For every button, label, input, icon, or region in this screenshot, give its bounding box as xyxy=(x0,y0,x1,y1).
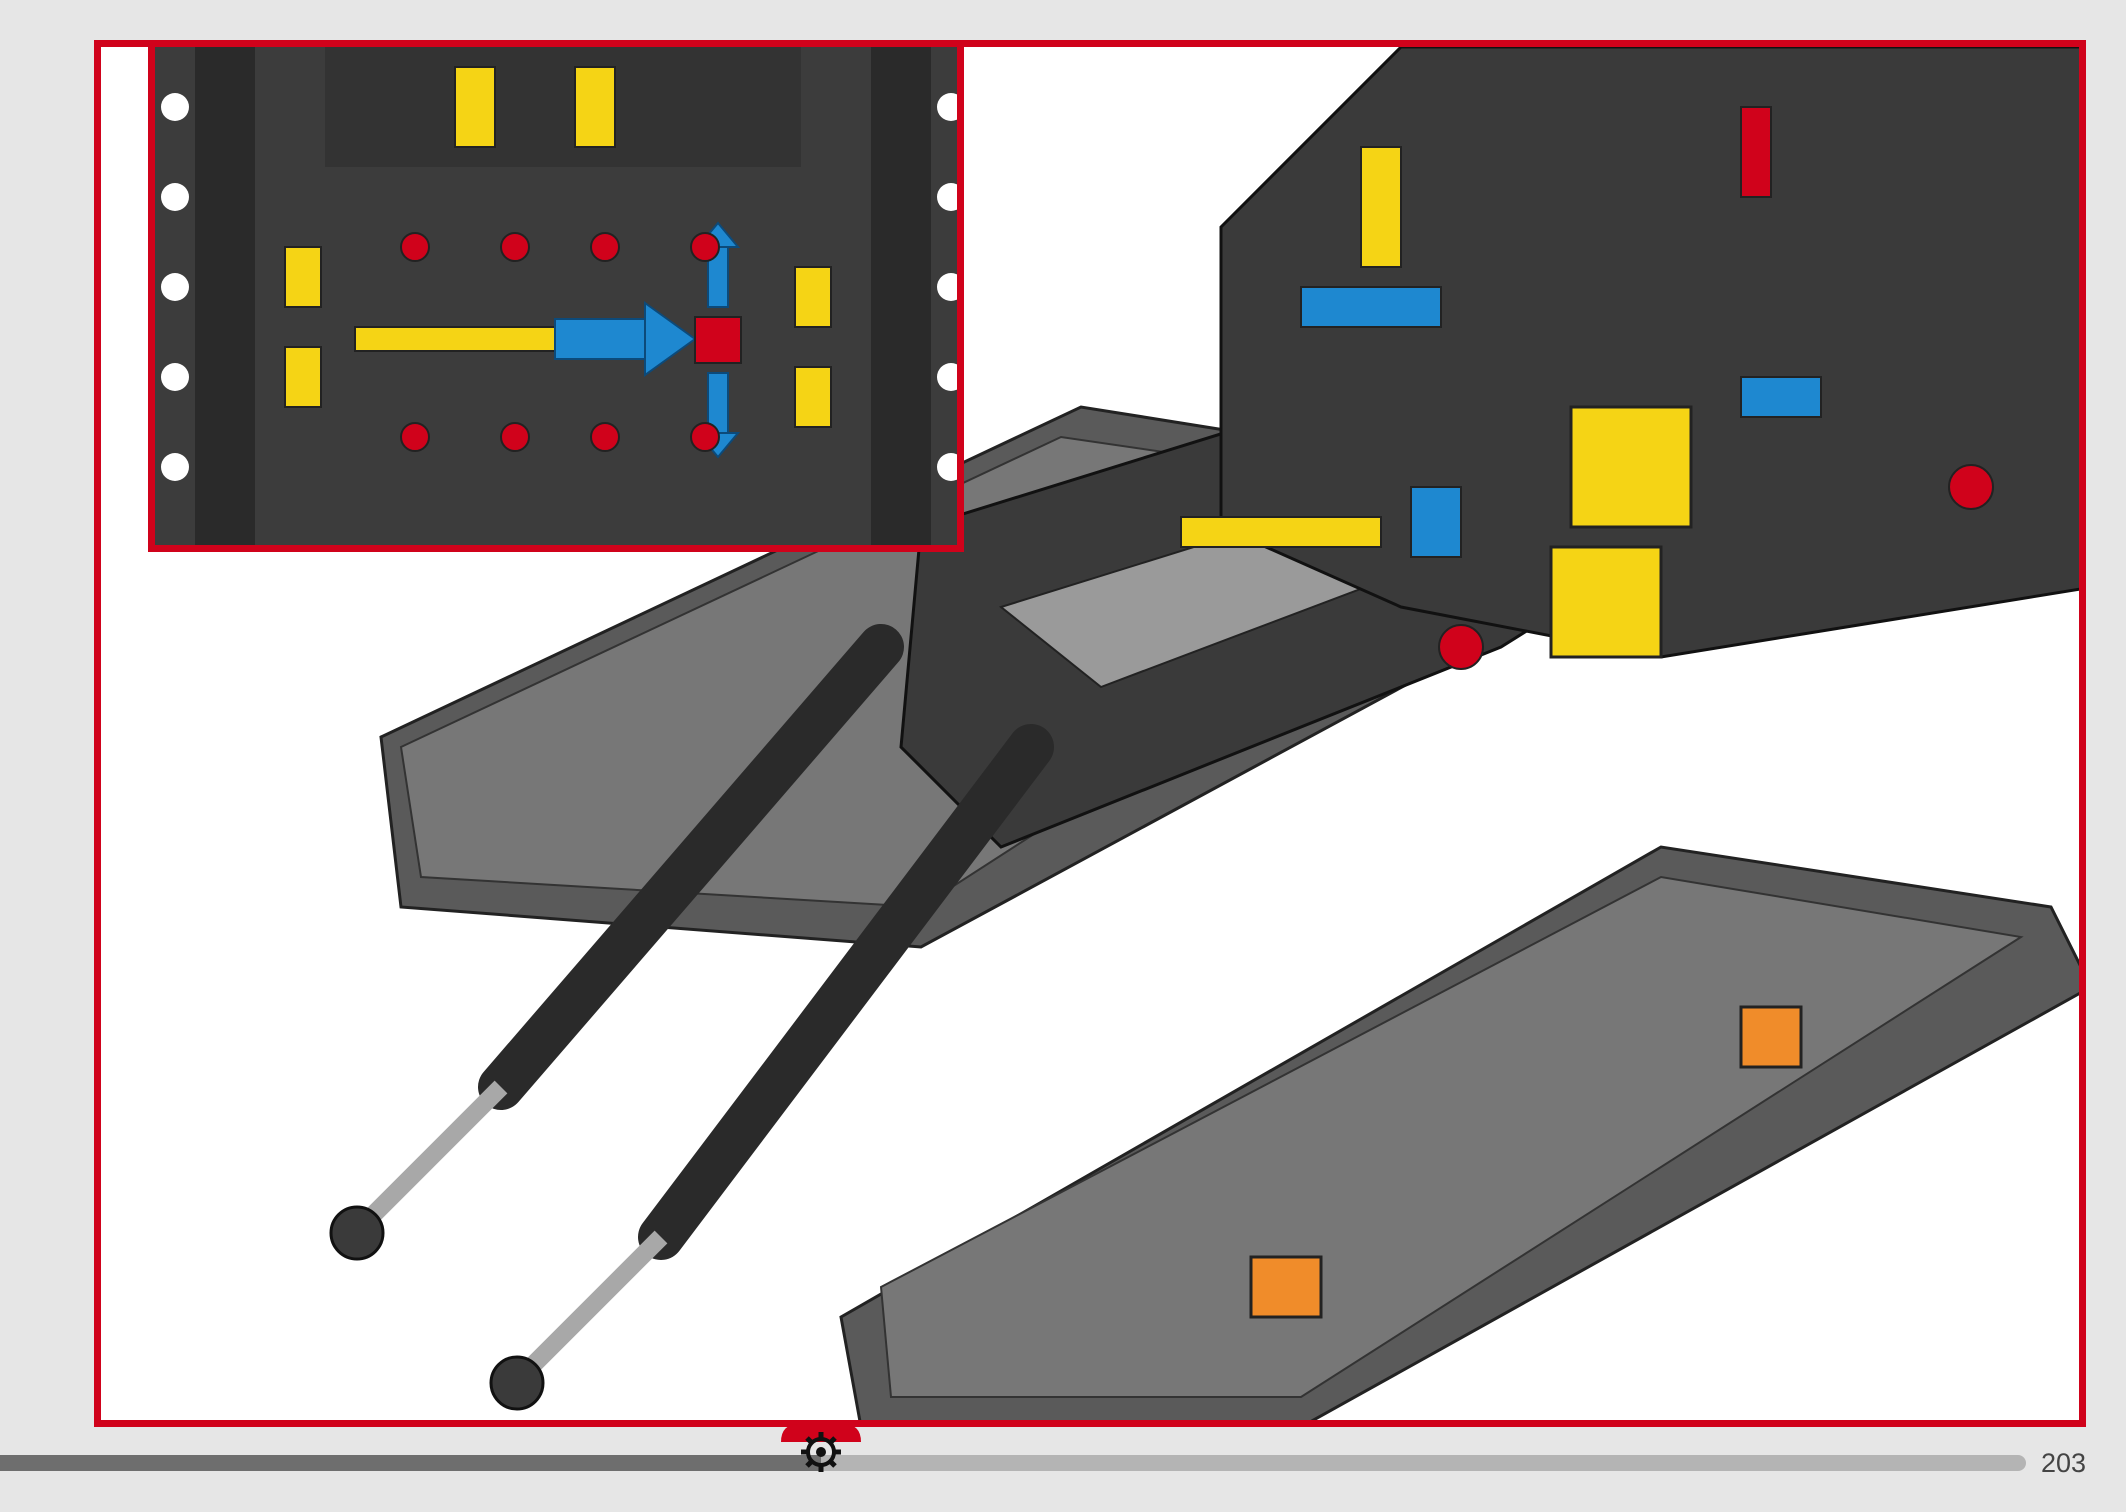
gear-icon xyxy=(780,1424,861,1472)
progress-fill xyxy=(0,1455,821,1471)
model-illustration xyxy=(329,47,2079,1420)
track-front xyxy=(839,845,2079,1420)
gearbox xyxy=(1180,47,2079,670)
selector-label-icon xyxy=(454,66,496,148)
cylinder-right xyxy=(489,724,1054,1411)
arrow-right-icon xyxy=(554,301,697,377)
inset-closeup-frame xyxy=(148,40,964,552)
cylinder-left xyxy=(329,624,904,1261)
orange-connector xyxy=(1739,1005,1803,1069)
inset-illustration xyxy=(155,47,957,545)
page-number: 203 xyxy=(2040,1448,2086,1478)
progress-bar xyxy=(0,1455,2026,1471)
main-illustration-frame xyxy=(94,40,2086,1427)
orange-connector xyxy=(1249,1255,1323,1319)
selector-label-icon xyxy=(574,66,616,148)
